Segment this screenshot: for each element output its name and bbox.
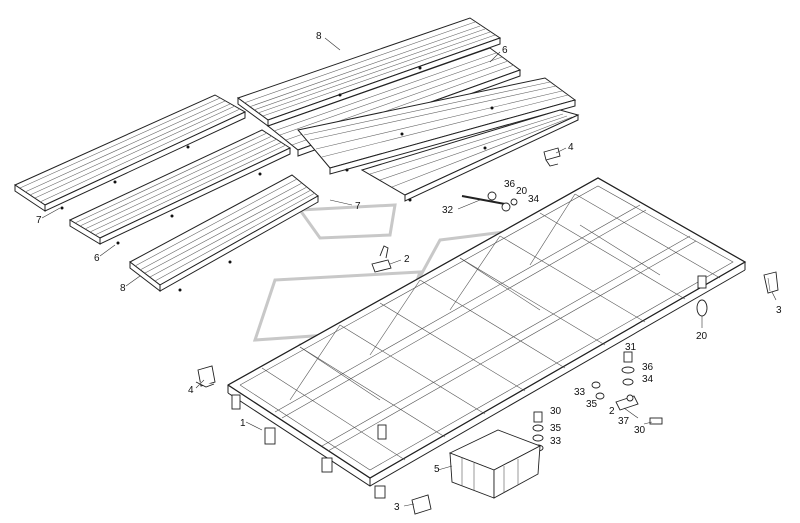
callout-labels: 8 6 4 7 6 8 7 32 36 20 34 2 3 20 31 36 3…: [36, 31, 782, 513]
callout-30-mid: 30: [550, 406, 562, 417]
callout-4-left: 4: [188, 385, 194, 396]
callout-20-top: 20: [516, 186, 528, 197]
bracket-2-top: [371, 245, 392, 273]
callout-3-bottom: 3: [394, 502, 400, 513]
floor-panel-6-left: [68, 129, 292, 245]
callout-7-left: 7: [36, 215, 42, 226]
callout-36-right: 36: [642, 362, 654, 373]
floor-panel-8-top: [236, 17, 502, 127]
callout-37: 37: [618, 416, 630, 427]
callout-31: 31: [625, 342, 637, 353]
callout-35-mid: 35: [586, 399, 598, 410]
callout-3-right: 3: [776, 305, 782, 316]
callout-20-right: 20: [696, 331, 708, 342]
callout-6-top: 6: [502, 45, 508, 56]
bracket-4-top: [543, 147, 561, 167]
callout-2-top: 2: [404, 254, 410, 265]
callout-30-right: 30: [634, 425, 646, 436]
callout-6-left: 6: [94, 253, 100, 264]
hardware-top: [461, 191, 518, 212]
bracket-3-bottom: [411, 494, 432, 515]
callout-34-right: 34: [642, 374, 654, 385]
floor-panel-7-top: [297, 77, 577, 175]
callout-36-top: 36: [504, 179, 516, 190]
bolt-stack-right: [591, 351, 663, 425]
hardware-20-right: [696, 299, 708, 317]
callout-2-right: 2: [609, 406, 615, 417]
hinge-2-right: [615, 394, 639, 411]
frame-assembly: [227, 177, 747, 499]
callout-1: 1: [240, 418, 246, 429]
callout-4-top: 4: [568, 142, 574, 153]
callout-8-left: 8: [120, 283, 126, 294]
callout-33-mid: 33: [574, 387, 586, 398]
callout-7-mid: 7: [355, 201, 361, 212]
callout-32: 32: [442, 205, 454, 216]
callout-34-top: 34: [528, 194, 540, 205]
floor-panel-8-left: [129, 174, 319, 293]
callout-35-low: 35: [550, 423, 562, 434]
toolbox-5: [448, 429, 542, 499]
floor-panel-7-left: [13, 94, 247, 212]
leader-lines: [41, 37, 777, 507]
bracket-3-right: [763, 271, 779, 294]
callout-5: 5: [434, 464, 440, 475]
bracket-4-left: [195, 365, 216, 388]
callout-8-top: 8: [316, 31, 322, 42]
callout-33-low: 33: [550, 436, 562, 447]
floor-panel-lower-right: [360, 109, 580, 202]
